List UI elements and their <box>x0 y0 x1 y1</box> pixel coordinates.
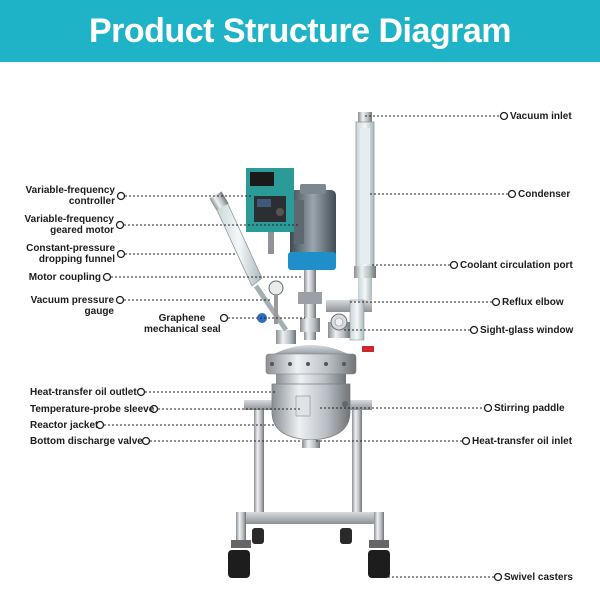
label-coolant-port: Coolant circulation port <box>460 260 573 271</box>
frame-foot-left <box>236 512 246 542</box>
label-oil-outlet: Heat-transfer oil outlet <box>30 387 137 398</box>
label-reactor-jacket: Reactor jacket <box>30 420 99 431</box>
frame-leg-left <box>254 402 264 520</box>
controller-box <box>246 168 294 254</box>
label-condenser: Condenser <box>518 189 571 200</box>
reactor-vessel <box>271 372 351 448</box>
vacuum-gauge <box>268 280 284 324</box>
label-probe-sleeve: Temperature-probe sleeve <box>30 404 155 415</box>
frame-base <box>236 512 384 524</box>
leader-lines <box>104 115 508 578</box>
caster-wheels <box>228 528 390 578</box>
label-vacuum-gauge: Vacuum pressure gauge <box>30 295 114 317</box>
label-vf-motor: Variable-frequency geared motor <box>24 214 114 236</box>
label-oil-inlet: Heat-transfer oil inlet <box>472 436 573 447</box>
dropping-funnel <box>209 191 289 332</box>
label-vacuum-inlet: Vacuum inlet <box>510 111 572 122</box>
label-swivel-casters: Swivel casters <box>504 572 573 583</box>
reactor-lid <box>265 313 374 375</box>
condenser-column <box>326 112 376 341</box>
label-motor-coupling: Motor coupling <box>28 272 101 283</box>
label-reflux-elbow: Reflux elbow <box>502 297 564 308</box>
leader-markers <box>95 111 517 582</box>
label-sight-glass: Sight-glass window <box>480 325 574 336</box>
geared-motor <box>288 184 336 270</box>
label-graphene-seal: Graphene mechanical seal <box>144 313 221 335</box>
label-discharge-valve: Bottom discharge valve <box>30 436 143 447</box>
label-stirring-paddle: Stirring paddle <box>494 403 565 414</box>
page-title: Product Structure Diagram <box>88 12 512 50</box>
frame-foot-right <box>374 512 384 542</box>
label-vf-controller: Variable-frequency controller <box>25 185 115 207</box>
label-funnel: Constant-pressure dropping funnel <box>26 243 115 265</box>
stirring-shaft <box>298 270 322 340</box>
title-banner: Product Structure Diagram <box>0 0 600 62</box>
frame-leg-right <box>352 402 362 520</box>
